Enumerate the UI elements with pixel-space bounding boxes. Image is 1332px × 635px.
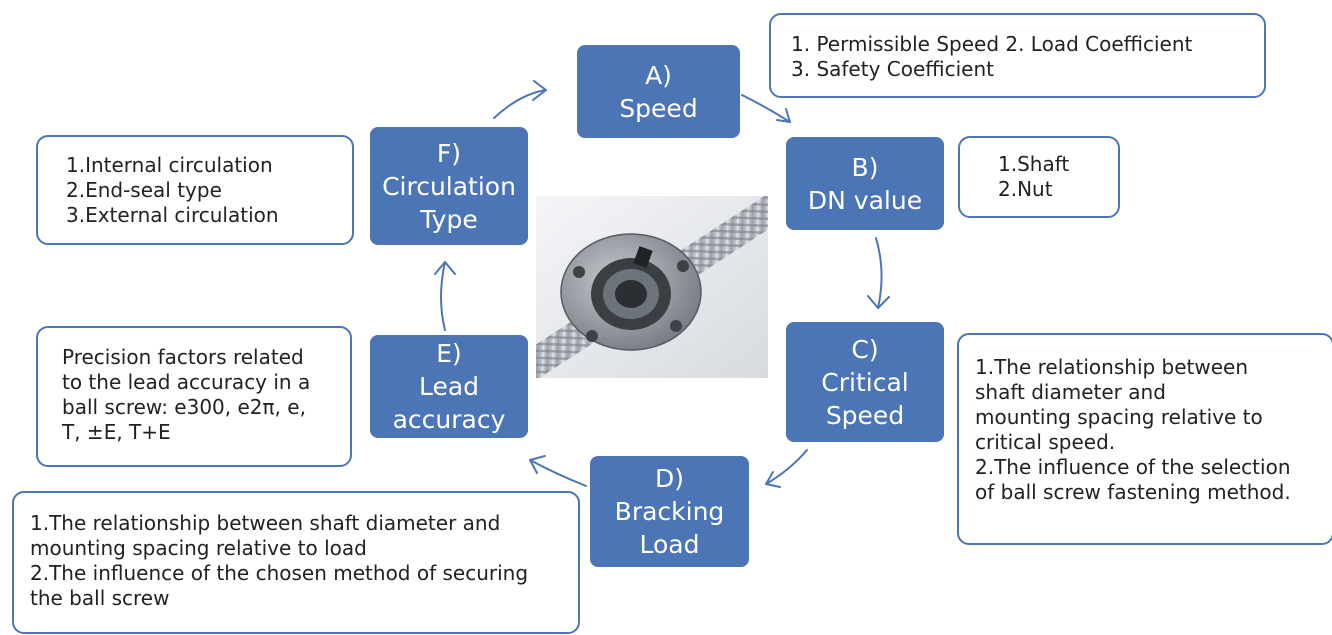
note-critical-speed-line: shaft diameter and	[975, 380, 1166, 404]
step-c-critical-speed: C) Critical Speed	[786, 322, 944, 442]
step-e-title: Lead	[418, 372, 480, 401]
step-a-letter: A)	[645, 60, 672, 90]
note-lead-accuracy: Precision factors related to the lead ac…	[36, 326, 352, 467]
note-speed-line: 3. Safety Coefficient	[791, 57, 994, 81]
step-a-speed: A) Speed	[577, 45, 740, 138]
note-bracking-load-line: mounting spacing relative to load	[30, 536, 367, 560]
arrow-c-to-d	[765, 449, 808, 488]
step-c-letter: C)	[851, 334, 879, 364]
step-f-title: Circulation	[382, 171, 516, 201]
note-circulation-type: 1.Internal circulation 2.End-seal type 3…	[36, 135, 354, 245]
step-e-title: accuracy	[392, 405, 506, 434]
note-bracking-load-line: 1.The relationship between shaft diamete…	[30, 511, 501, 535]
note-bracking-load: 1.The relationship between shaft diamete…	[12, 491, 580, 634]
step-e-lead-accuracy: E) Lead accuracy	[370, 335, 528, 438]
note-critical-speed-line: mounting spacing relative to	[975, 405, 1263, 429]
note-critical-speed: 1.The relationship between shaft diamete…	[957, 333, 1332, 545]
note-lead-accuracy-line: to the lead accuracy in a	[62, 370, 311, 394]
arrow-e-to-f	[434, 261, 456, 331]
step-d-letter: D)	[654, 464, 684, 493]
note-dn-value-line: 1.Shaft	[998, 152, 1070, 176]
note-bracking-load-line: the ball screw	[30, 586, 170, 610]
note-speed: 1. Permissible Speed 2. Load Coefficient…	[769, 13, 1266, 98]
note-dn-value-line: 2.Nut	[998, 177, 1053, 201]
step-b-letter: B)	[851, 152, 879, 182]
step-e-letter: E)	[436, 339, 462, 368]
step-c-title: Speed	[825, 400, 905, 430]
note-critical-speed-line: 2.The influence of the selection	[975, 455, 1291, 479]
step-a-title: Speed	[619, 93, 698, 123]
step-f-circulation-type: F) Circulation Type	[370, 127, 528, 245]
step-d-title: Load	[639, 530, 700, 559]
note-dn-value: 1.Shaft 2.Nut	[958, 136, 1120, 218]
step-f-title: Type	[420, 204, 478, 234]
step-b-title: DN value	[807, 185, 923, 215]
note-critical-speed-line: 1.The relationship between	[975, 355, 1249, 379]
note-lead-accuracy-line: T, ±E, T+E	[62, 420, 171, 444]
note-bracking-load-line: 2.The influence of the chosen method of …	[30, 561, 529, 585]
note-lead-accuracy-line: Precision factors related	[62, 345, 304, 369]
note-circulation-type-line: 2.End-seal type	[66, 178, 222, 202]
arrow-f-to-a	[493, 80, 547, 119]
note-speed-line: 1. Permissible Speed 2. Load Coefficient	[791, 32, 1193, 56]
ball-screw-photo	[536, 196, 768, 378]
arrow-a-to-b	[741, 94, 791, 123]
arrow-b-to-c	[867, 237, 890, 309]
note-circulation-type-line: 1.Internal circulation	[66, 153, 273, 177]
note-circulation-type-line: 3.External circulation	[66, 203, 279, 227]
note-lead-accuracy-line: ball screw: e300, e2π, e,	[62, 395, 306, 419]
step-d-title: Bracking	[614, 497, 725, 526]
step-f-letter: F)	[436, 138, 462, 168]
step-d-bracking-load: D) Bracking Load	[590, 456, 749, 567]
step-c-title: Critical	[821, 367, 909, 397]
step-b-dn-value: B) DN value	[786, 137, 944, 230]
arrow-d-to-e	[529, 455, 587, 487]
note-critical-speed-line: of ball screw fastening method.	[975, 480, 1291, 504]
note-critical-speed-line: critical speed.	[975, 430, 1116, 454]
